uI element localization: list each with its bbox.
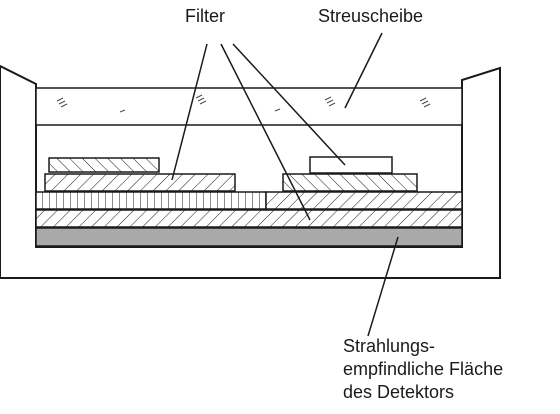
filter-layer-lower [35, 209, 463, 228]
filter-left-bottom [44, 173, 236, 192]
diffuser-glass [35, 87, 463, 126]
leader-lines [171, 32, 399, 337]
housing-outline [0, 64, 501, 279]
detector-surface [35, 227, 463, 247]
filter-label: Filter [185, 6, 225, 26]
detector-surface-label: Strahlungs- empfindliche Fläche des Dete… [343, 335, 503, 404]
leader-detector [367, 236, 399, 337]
filter-right-top [309, 156, 393, 174]
filter-right-bottom [282, 173, 418, 192]
leader-streuscheibe [344, 32, 383, 109]
leader-filter-right [232, 43, 346, 166]
leader-filter-left [171, 43, 208, 181]
glass-texture-marks [56, 94, 431, 113]
filter-layer-hatched [265, 191, 463, 210]
detector-label-line-1: Strahlungs- [343, 336, 436, 356]
detector-label-line-3: des Detektors [343, 382, 455, 402]
streuscheibe-label: Streuscheibe [318, 6, 424, 26]
filter-left-top [48, 157, 160, 173]
detector-label-line-2: empfindliche Fläche [343, 359, 504, 379]
filter-layer-vertical [35, 191, 267, 210]
leader-filter-middle [220, 43, 311, 221]
